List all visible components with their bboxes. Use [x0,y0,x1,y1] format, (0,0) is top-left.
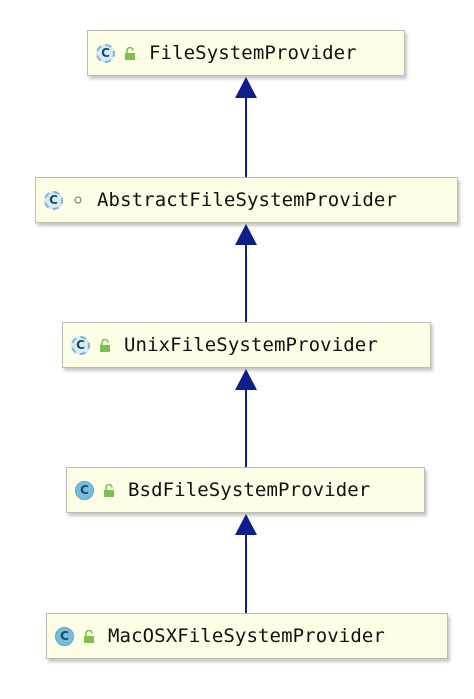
public-lock-icon [82,629,96,643]
class-name: MacOSXFileSystemProvider [108,625,385,647]
public-lock-icon [98,338,112,352]
class-name: BsdFileSystemProvider [128,479,371,501]
public-lock-icon [102,483,116,497]
abstract-class-icon: C [96,43,115,63]
abstract-class-icon: C [44,190,63,210]
public-lock-icon [123,46,137,60]
class-icon: C [55,626,74,646]
class-icon: C [75,480,94,500]
extends-arrowhead [235,514,257,535]
extends-arrowhead [235,224,257,245]
class-name: AbstractFileSystemProvider [97,189,398,211]
package-private-circle-icon [71,193,85,207]
class-node-bsdfilesystemprovider[interactable]: C BsdFileSystemProvider [66,467,425,513]
class-node-filesystemprovider[interactable]: C FileSystemProvider [87,30,405,76]
extends-arrowhead [235,369,257,390]
class-node-macosxfilesystemprovider[interactable]: C MacOSXFileSystemProvider [46,613,448,659]
class-name: FileSystemProvider [149,42,357,64]
class-node-unixfilesystemprovider[interactable]: C UnixFileSystemProvider [62,322,431,368]
class-node-abstractfilesystemprovider[interactable]: C AbstractFileSystemProvider [35,177,458,223]
extends-arrowhead [235,77,257,98]
class-name: UnixFileSystemProvider [124,334,378,356]
abstract-class-icon: C [71,335,90,355]
